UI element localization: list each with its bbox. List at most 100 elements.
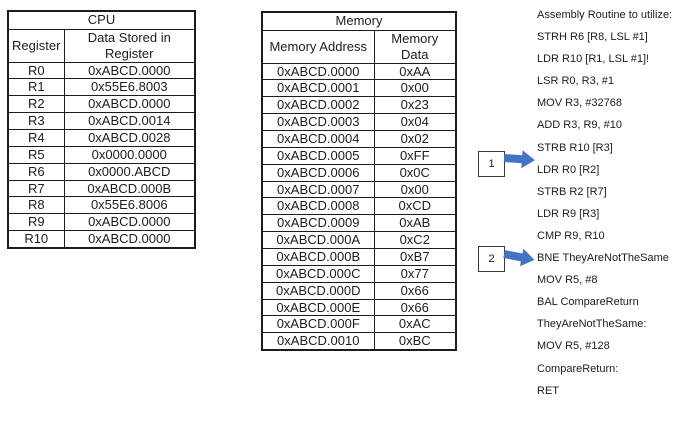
cpu-table-row: R9 0xABCD.0000 — [7, 213, 196, 232]
memory-table-row: 0xABCD.0000 0xAA — [261, 62, 457, 81]
memory-value: 0x23 — [373, 96, 457, 115]
register-value: 0xABCD.0000 — [63, 213, 196, 232]
register-value: 0xABCD.0028 — [63, 128, 196, 147]
register-name: R1 — [7, 78, 65, 97]
memory-table: Memory Memory Address Memory Data 0xABCD… — [261, 11, 458, 352]
assembly-line: CompareReturn: — [537, 362, 619, 375]
memory-address: 0xABCD.0000 — [261, 62, 375, 81]
memory-address: 0xABCD.0010 — [261, 332, 375, 351]
memory-table-row: 0xABCD.000A 0xC2 — [261, 231, 457, 249]
cpu-table: CPU Register Data Stored in Register R0 … — [7, 10, 197, 249]
memory-value: 0xCD — [373, 197, 457, 216]
cpu-table-row: R2 0xABCD.0000 — [7, 95, 196, 114]
assembly-line: LSR R0, R3, #1 — [537, 75, 615, 88]
memory-address: 0xABCD.0007 — [261, 180, 375, 199]
memory-address: 0xABCD.0005 — [261, 146, 375, 165]
memory-value: 0xBC — [373, 332, 457, 351]
cpu-table-row: R7 0xABCD.000B — [7, 179, 196, 198]
memory-value: 0xAC — [373, 315, 457, 334]
memory-value: 0xB7 — [373, 247, 457, 266]
assembly-line: LDR R10 [R1, LSL #1]! — [537, 53, 650, 66]
register-name: R5 — [7, 145, 65, 164]
memory-address: 0xABCD.0008 — [261, 197, 375, 216]
cpu-table-title: CPU — [7, 10, 196, 30]
memory-table-row: 0xABCD.000C 0x77 — [261, 264, 457, 283]
memory-address: 0xABCD.000A — [261, 231, 375, 249]
register-value: 0x55E6.8006 — [63, 196, 196, 215]
cpu-table-row: R6 0x0000.ABCD — [7, 162, 196, 181]
register-value: 0x55E6.8003 — [63, 78, 196, 97]
arrow-right-icon — [503, 150, 535, 169]
register-value: 0xABCD.0000 — [63, 230, 196, 249]
memory-table-row: 0xABCD.000D 0x66 — [261, 281, 457, 300]
memory-header-data: Memory Data — [373, 29, 457, 64]
memory-address: 0xABCD.0003 — [261, 113, 375, 131]
memory-address: 0xABCD.000F — [261, 315, 375, 334]
memory-address: 0xABCD.000E — [261, 298, 375, 317]
memory-table-row: 0xABCD.0008 0xCD — [261, 197, 457, 216]
memory-table-title: Memory — [261, 11, 457, 31]
memory-address: 0xABCD.0004 — [261, 129, 375, 148]
cpu-table-row: R8 0x55E6.8006 — [7, 196, 196, 215]
memory-table-row: 0xABCD.000F 0xAC — [261, 315, 457, 334]
callout-box-2: 2 — [478, 246, 505, 272]
memory-value: 0xFF — [373, 146, 457, 165]
memory-table-row: 0xABCD.0006 0x0C — [261, 163, 457, 182]
memory-value: 0x00 — [373, 180, 457, 199]
cpu-header-data: Data Stored in Register — [63, 28, 196, 63]
callout-2-label: 2 — [488, 253, 495, 265]
memory-value: 0xC2 — [373, 231, 457, 249]
cpu-table-row: R10 0xABCD.0000 — [7, 230, 196, 249]
callout-1-label: 1 — [488, 158, 495, 170]
cpu-table-row: R3 0xABCD.0014 — [7, 112, 196, 130]
assembly-line: LDR R0 [R2] — [537, 163, 600, 176]
assembly-line: MOV R5, #128 — [537, 340, 610, 353]
register-name: R8 — [7, 196, 65, 215]
memory-table-row: 0xABCD.000E 0x66 — [261, 298, 457, 317]
register-name: R3 — [7, 112, 65, 130]
memory-table-title-row: Memory — [261, 11, 457, 31]
memory-table-row: 0xABCD.0009 0xAB — [261, 214, 457, 233]
assembly-title: Assembly Routine to utilize: — [537, 9, 673, 21]
memory-header-address: Memory Address — [261, 29, 375, 64]
register-name: R6 — [7, 162, 65, 181]
register-name: R4 — [7, 128, 65, 147]
register-name: R9 — [7, 213, 65, 232]
memory-table-row: 0xABCD.0007 0x00 — [261, 180, 457, 199]
register-name: R10 — [7, 230, 65, 249]
memory-table-row: 0xABCD.0003 0x04 — [261, 113, 457, 131]
assembly-line: MOV R5, #8 — [537, 274, 598, 287]
cpu-header-register: Register — [7, 28, 65, 63]
assembly-line: RET — [537, 384, 559, 397]
callout-box-1: 1 — [478, 151, 505, 177]
assembly-line: BAL CompareReturn — [537, 296, 639, 309]
register-value: 0xABCD.0000 — [63, 95, 196, 114]
assembly-line: STRB R10 [R3] — [537, 141, 613, 154]
memory-address: 0xABCD.0006 — [261, 163, 375, 182]
memory-value: 0x04 — [373, 113, 457, 131]
cpu-table-row: R4 0xABCD.0028 — [7, 128, 196, 147]
memory-value: 0x02 — [373, 129, 457, 148]
assembly-line: STRH R6 [R8, LSL #1] — [537, 31, 648, 44]
memory-value: 0xAA — [373, 62, 457, 81]
memory-value: 0x0C — [373, 163, 457, 182]
memory-table-row: 0xABCD.0010 0xBC — [261, 332, 457, 351]
assembly-line: BNE TheyAreNotTheSame — [537, 252, 669, 265]
memory-address: 0xABCD.0001 — [261, 79, 375, 98]
memory-address: 0xABCD.000C — [261, 264, 375, 283]
assembly-line: ADD R3, R9, #10 — [537, 119, 622, 132]
memory-address: 0xABCD.0009 — [261, 214, 375, 233]
memory-table-row: 0xABCD.000B 0xB7 — [261, 247, 457, 266]
memory-value: 0x66 — [373, 298, 457, 317]
memory-value: 0x66 — [373, 281, 457, 300]
memory-value: 0xAB — [373, 214, 457, 233]
register-value: 0x0000.ABCD — [63, 162, 196, 181]
register-value: 0xABCD.0000 — [63, 61, 196, 80]
memory-value: 0x77 — [373, 264, 457, 283]
register-name: R2 — [7, 95, 65, 114]
arrow-right-icon — [503, 248, 535, 267]
assembly-line: TheyAreNotTheSame: — [537, 318, 647, 331]
memory-table-row: 0xABCD.0005 0xFF — [261, 146, 457, 165]
cpu-table-row: R1 0x55E6.8003 — [7, 78, 196, 97]
